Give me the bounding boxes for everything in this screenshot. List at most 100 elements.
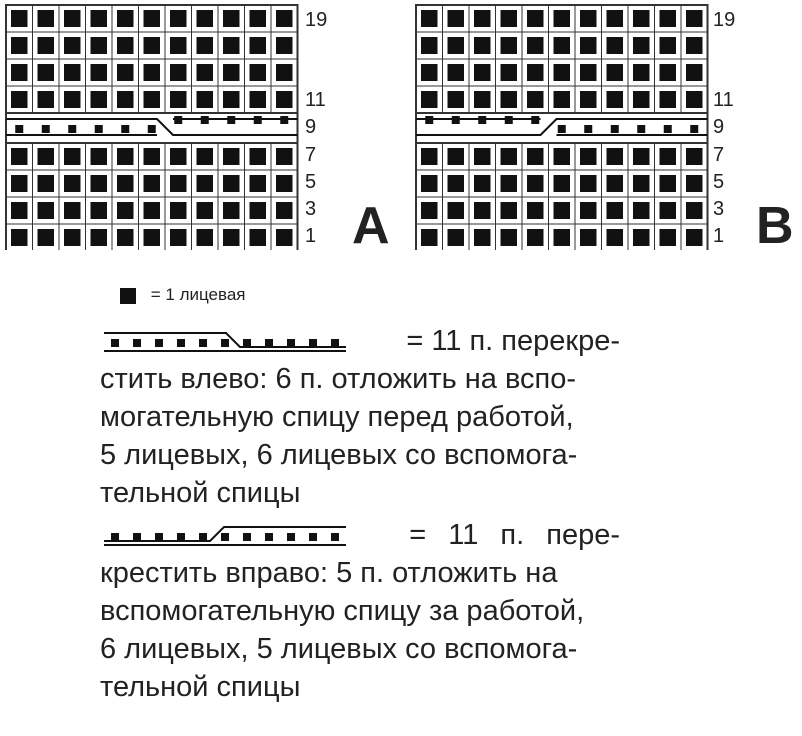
knit-stitch [447,175,464,192]
symbol-stitch [265,338,273,347]
knit-stitch [553,10,570,27]
row-label-11: 11 [305,89,326,111]
knitting-grid-b [415,4,709,250]
cross-right-line-4: 6 лицевых, 5 лицевых со вспомога- [100,632,578,665]
knit-stitch [11,175,28,192]
cable-stitch-mark [478,116,487,124]
cable-stitch-mark [200,116,209,124]
knit-stitch [447,148,464,165]
knit-stitch [11,91,28,108]
knit-stitch [249,202,266,219]
knit-stitch [37,148,54,165]
knit-stitch [249,91,266,108]
knit-stitch [553,37,570,54]
cable-stitch-mark [227,116,236,124]
knit-stitch [553,175,570,192]
knit-stitch [500,91,517,108]
knit-stitch [527,64,544,81]
knit-stitch [447,10,464,27]
knit-stitch [170,37,187,54]
knit-stitch [686,37,703,54]
knit-stitch [500,229,517,246]
symbol-stitch [199,532,207,541]
knit-stitch [474,229,491,246]
knit-stitch [421,64,438,81]
knit-stitch [64,202,81,219]
knit-stitch [659,229,676,246]
legend-cross-left: = 11 п. перекре- стить влево: 6 п. отлож… [100,322,620,512]
symbol-stitch [265,532,273,541]
legend-knit-text: = 1 лицевая [150,285,246,304]
knit-stitch [249,148,266,165]
knit-stitch [500,10,517,27]
knit-stitch [143,37,160,54]
symbol-stitch [331,532,339,541]
cable-stitch-mark [663,125,672,133]
knit-stitch [474,148,491,165]
symbol-stitch [331,338,339,347]
knit-stitch [527,175,544,192]
symbol-stitch [287,338,295,347]
knit-stitch [117,175,134,192]
cable-stitch-mark [610,125,619,133]
knit-stitch [249,37,266,54]
knitting-grid-a [5,4,299,250]
cross-right-line-3: вспомогательную спицу за работой, [100,594,585,627]
cable-stitch-mark [280,116,289,124]
knit-stitch [606,37,623,54]
cross-left-line-4: 5 лицевых, 6 лицевых со вспомога- [100,438,578,471]
knit-stitch [606,202,623,219]
knit-stitch [37,175,54,192]
cable-stitch-mark [451,116,460,124]
cross-right-line-5: тельной спицы [100,670,301,703]
knit-stitch [500,148,517,165]
knit-stitch [11,64,28,81]
knit-stitch [64,37,81,54]
knit-stitch [90,148,107,165]
knit-stitch [90,10,107,27]
knit-stitch [143,175,160,192]
knit-stitch [421,37,438,54]
knit-stitch [170,91,187,108]
knit-stitch [11,202,28,219]
knit-stitch [447,64,464,81]
knit-stitch [659,175,676,192]
knit-stitch [90,37,107,54]
knit-stitch [633,229,650,246]
knit-stitch [196,37,213,54]
cable-line [416,118,708,136]
row-label-19: 19 [713,9,736,31]
knit-stitch [11,37,28,54]
knit-stitch [553,64,570,81]
knit-stitch [276,148,293,165]
knit-stitch [474,91,491,108]
knit-stitch [421,202,438,219]
knit-stitch [196,64,213,81]
knit-stitch [170,229,187,246]
knit-stitch [606,148,623,165]
knit-stitch [580,175,597,192]
symbol-stitch [309,532,317,541]
symbol-stitch [111,532,119,541]
knit-stitch [421,148,438,165]
symbol-stitch [199,338,207,347]
knit-stitch [659,10,676,27]
knit-stitch [527,229,544,246]
knit-stitch [580,37,597,54]
knit-stitch [223,229,240,246]
knit-stitch [37,229,54,246]
row-label-11: 11 [713,89,734,111]
knit-stitch [527,148,544,165]
knit-stitch [686,91,703,108]
knit-stitch [196,91,213,108]
symbol-stitch [309,338,317,347]
legend-knit: = 1 лицевая [118,285,620,306]
knit-stitch [196,202,213,219]
knit-square-icon [120,287,136,304]
symbol-stitch [243,532,251,541]
knit-stitch [143,202,160,219]
knit-stitch [276,229,293,246]
cross-right-line-2: крестить вправо: 5 п. отложить на [100,556,558,589]
grid-cell [680,223,708,250]
knit-stitch [527,202,544,219]
